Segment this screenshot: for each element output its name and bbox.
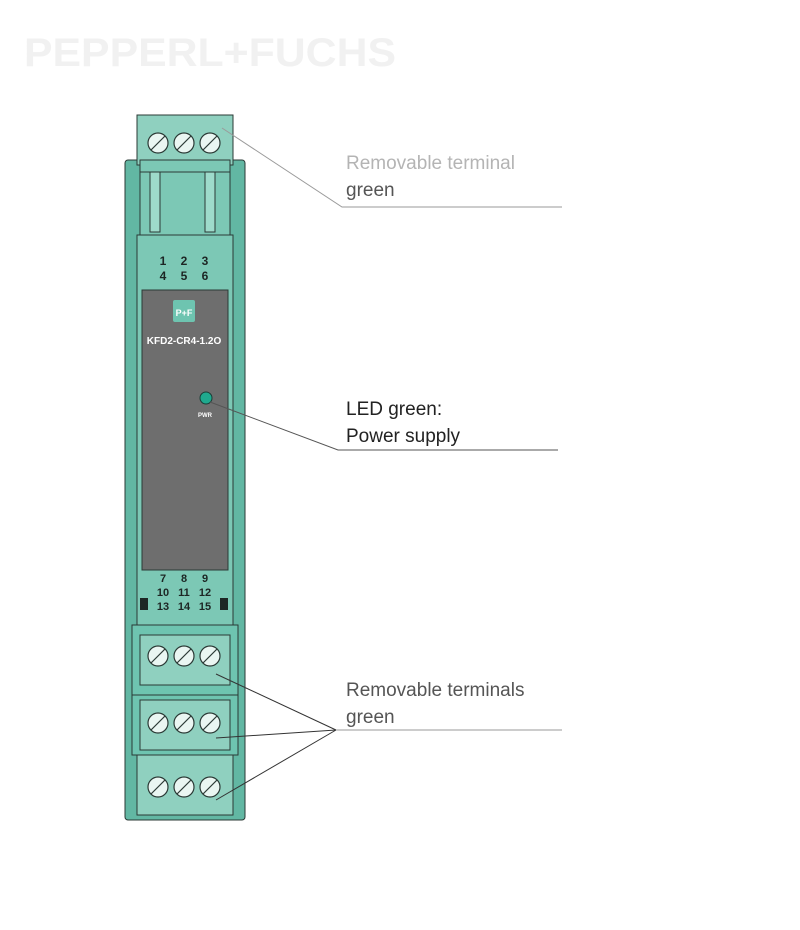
callout-led: LED green: Power supply <box>346 396 460 450</box>
leader-line-bottom-terminal <box>215 729 337 801</box>
terminal-number: 15 <box>199 601 211 613</box>
callout-text: Removable terminals <box>346 680 525 701</box>
terminal-number: 7 <box>160 573 166 585</box>
terminal-screw <box>147 645 169 667</box>
leader-lines <box>209 127 562 801</box>
leader-line-bottom-terminal <box>215 673 337 731</box>
terminal-screw <box>199 776 221 798</box>
bottom-terminal-screws <box>147 645 221 798</box>
terminal-number: 13 <box>157 601 169 613</box>
led-label: PWR <box>198 413 213 419</box>
terminal-number: 1 <box>160 254 167 268</box>
leader-line-bottom-terminal <box>215 729 337 739</box>
brand-watermark-text: PEPPERL+FUCHS <box>24 31 396 74</box>
terminal-number: 3 <box>202 254 209 268</box>
callout-text: green <box>346 707 395 728</box>
terminal-screw <box>199 712 221 734</box>
terminal-screw <box>199 645 221 667</box>
latch-clips <box>140 598 228 610</box>
leader-line-led <box>209 401 558 451</box>
terminal-screw <box>173 776 195 798</box>
terminal-number: 11 <box>178 587 190 599</box>
terminal-number: 9 <box>202 573 208 585</box>
brand-logo: P+F <box>173 300 195 322</box>
callout-text: Removable terminal <box>346 153 515 174</box>
terminal-number: 14 <box>178 601 191 613</box>
bottom-terminal-numbers: 7 8 9 10 11 12 13 14 15 <box>157 573 211 613</box>
brand-logo-text: P+F <box>176 308 193 318</box>
terminal-number: 4 <box>160 269 167 283</box>
terminal-screw <box>173 132 195 154</box>
terminal-screw <box>147 132 169 154</box>
model-label: KFD2-CR4-1.2O <box>147 336 222 347</box>
brand-watermark: PEPPERL+FUCHS <box>24 31 396 74</box>
terminal-number: 5 <box>181 269 188 283</box>
terminal-number: 10 <box>157 587 169 599</box>
callout-bottom-terminals: Removable terminals green <box>346 677 524 731</box>
terminal-screw <box>173 645 195 667</box>
top-terminal-numbers: 1 2 3 4 5 6 <box>160 254 209 283</box>
terminal-screw <box>147 776 169 798</box>
front-panel <box>141 289 229 571</box>
terminal-number: 8 <box>181 573 187 585</box>
callout-top-terminal: Removable terminal green <box>346 150 515 204</box>
terminal-screw <box>173 712 195 734</box>
terminal-number: 2 <box>181 254 188 268</box>
terminal-screw <box>147 712 169 734</box>
terminal-number: 6 <box>202 269 209 283</box>
callout-text: Power supply <box>346 426 461 447</box>
terminal-screw <box>199 132 221 154</box>
terminal-number: 12 <box>199 587 211 599</box>
top-terminal-screws <box>147 132 221 154</box>
leader-line-top-terminal <box>221 127 562 208</box>
power-led <box>199 391 213 405</box>
callout-text: green <box>346 180 395 201</box>
callout-text: LED green: <box>346 399 443 420</box>
